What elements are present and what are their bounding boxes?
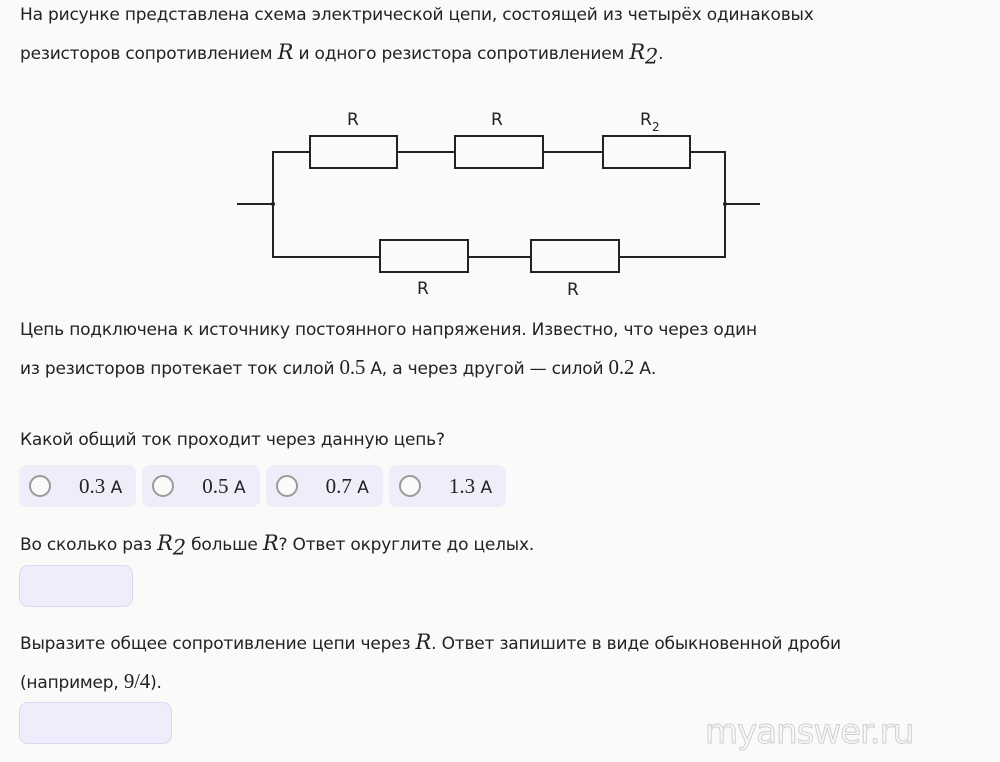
intro-text: На рисунке представлена схема электричес… bbox=[20, 5, 814, 69]
label-r2: R bbox=[640, 110, 652, 130]
option-0.7[interactable]: 0.7 А bbox=[265, 465, 383, 507]
resistor-bottom-1 bbox=[379, 239, 469, 273]
resistor-top-1 bbox=[309, 135, 398, 169]
question-2: Во сколько раз R2 больше R? Ответ округл… bbox=[20, 531, 535, 560]
circuit-diagram: R R R 2 R R bbox=[237, 110, 760, 300]
resistor-bottom-2 bbox=[530, 239, 620, 273]
label-r: R bbox=[491, 110, 503, 130]
label-r: R bbox=[567, 280, 579, 300]
radio-icon[interactable] bbox=[275, 475, 298, 497]
radio-icon[interactable] bbox=[29, 475, 51, 497]
option-0.3[interactable]: 0.3 А bbox=[19, 465, 137, 507]
answer-options: 0.3 А 0.5 А 0.7 А 1.3 А bbox=[19, 465, 507, 507]
label-r: R bbox=[347, 110, 359, 130]
wires bbox=[237, 151, 760, 258]
resistor-r2 bbox=[602, 135, 691, 169]
radio-icon[interactable] bbox=[398, 475, 421, 497]
resistance-answer-input[interactable] bbox=[19, 702, 172, 744]
radio-icon[interactable] bbox=[152, 475, 175, 497]
ratio-answer-input[interactable] bbox=[19, 565, 133, 607]
question-3: Выразите общее сопротивление цепи через … bbox=[20, 630, 841, 693]
label-r: R bbox=[417, 279, 429, 299]
option-1.3[interactable]: 1.3 А bbox=[388, 465, 507, 507]
option-0.5[interactable]: 0.5 А bbox=[142, 465, 260, 507]
label-r2-sub: 2 bbox=[652, 120, 660, 134]
conditions-text: Цепь подключена к источнику постоянного … bbox=[20, 320, 757, 379]
watermark: myanswer.ru bbox=[704, 712, 914, 753]
resistor-top-2 bbox=[454, 135, 544, 169]
question-1: Какой общий ток проходит через данную це… bbox=[20, 430, 445, 450]
